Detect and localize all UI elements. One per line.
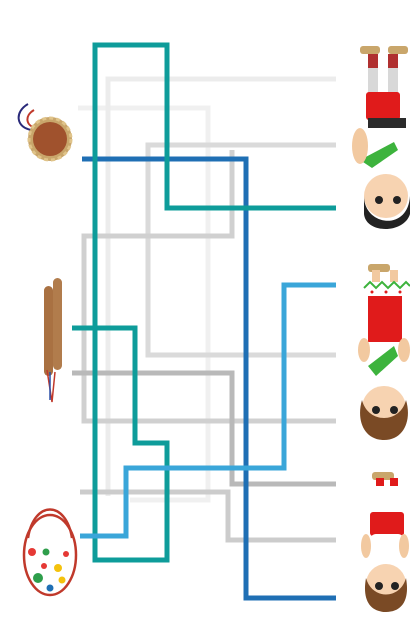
colored-paths: [72, 45, 336, 598]
faint-path: [148, 145, 336, 355]
distractor-paths: [72, 79, 336, 540]
maraca-icon: [24, 510, 76, 596]
character-girl-red-shirt[interactable]: [361, 472, 409, 612]
item-drumsticks[interactable]: [44, 278, 62, 402]
boy-green-scarf-icon: [352, 46, 410, 229]
item-maraca[interactable]: [24, 510, 76, 596]
girl-red-dress-icon: [358, 264, 410, 440]
tambourine-icon: [19, 104, 72, 161]
character-girl-red-dress[interactable]: [358, 264, 410, 440]
character-boy-green-scarf[interactable]: [352, 46, 410, 229]
drumsticks-icon: [44, 278, 62, 402]
item-tambourine[interactable]: [19, 104, 72, 161]
girl-red-shirt-icon: [361, 472, 409, 612]
